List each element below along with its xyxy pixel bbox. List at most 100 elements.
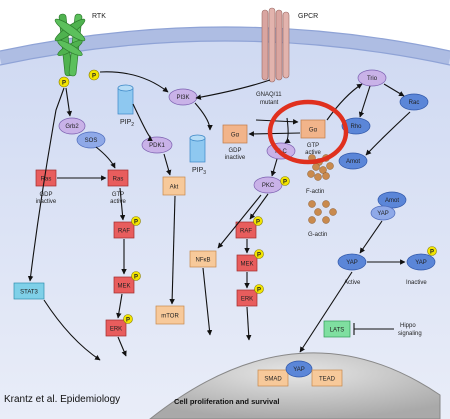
- yap-node-complex: [370, 205, 396, 221]
- lats-label: LATS: [330, 328, 345, 334]
- raf-right-box: [235, 221, 257, 239]
- amot-top-label: Amot: [346, 159, 360, 165]
- ras-gtp-state-2: active: [110, 199, 126, 205]
- trio-node: [357, 69, 387, 87]
- nucleus: [149, 352, 441, 419]
- f-actin-label: F-actin: [306, 189, 324, 195]
- svg-text:P: P: [257, 287, 261, 293]
- akt-label: Akt: [170, 185, 179, 191]
- erk-right-label: ERK: [241, 297, 253, 303]
- raf-left-box: [113, 221, 135, 239]
- rho-node: [341, 117, 371, 135]
- yap-active-state: Active: [344, 280, 361, 286]
- galpha-gtp-state-2: active: [305, 150, 321, 156]
- erk-left-label: ERK: [110, 327, 122, 333]
- grb2-node: [58, 117, 86, 135]
- pdk1-node: [141, 136, 173, 154]
- rho-label: Rho: [350, 124, 362, 130]
- svg-text:P: P: [283, 179, 287, 185]
- galpha-gdp-box: [222, 124, 248, 144]
- g-actin-label: G-actin: [308, 232, 327, 238]
- rtk-label: RTK: [92, 13, 106, 20]
- ras-gdp-state-2: inactive: [36, 199, 57, 205]
- svg-text:P: P: [430, 249, 434, 255]
- gpcr-receptor: [261, 7, 290, 83]
- pkc-node: [253, 176, 283, 194]
- amot-node-top: [338, 152, 368, 170]
- mek-right-box: [236, 254, 258, 272]
- mek-left-box: [113, 276, 135, 294]
- grb2-label: Grb2: [65, 124, 79, 130]
- gnaq-mutant-label-line1: GNAQ/11: [256, 92, 282, 98]
- sos-label: SOS: [85, 138, 98, 144]
- pathway-arrows: [27, 71, 411, 361]
- nfkb-box: [189, 250, 217, 268]
- gtp-active-highlight-ring: [267, 99, 349, 165]
- pip2-label: PIP2: [120, 119, 134, 128]
- lats-box: [323, 320, 351, 338]
- pip2-cylinder: [117, 84, 134, 115]
- galpha-gdp-state-1: GDP: [228, 148, 241, 154]
- stat3-box: [13, 282, 45, 300]
- rtk-receptor: [54, 13, 86, 77]
- yap-active-label: YAP: [346, 260, 358, 266]
- mek-right-label: MEK: [240, 262, 253, 268]
- mek-left-phospho: P: [131, 271, 141, 281]
- yap-nucleus-label: YAP: [293, 367, 305, 373]
- rtk-phospho-left: P: [58, 76, 70, 88]
- nfkb-label: NFκB: [196, 258, 211, 264]
- ras-gtp-box: [107, 169, 129, 187]
- smad-box: [257, 369, 289, 387]
- rtk-phospho-right: P: [88, 69, 100, 81]
- smad-label: SMAD: [264, 377, 282, 383]
- cell-proliferation-label: Cell proliferation and survival: [174, 397, 279, 406]
- svg-text:P: P: [257, 252, 261, 258]
- pip3-cylinder: [189, 134, 206, 163]
- ras-gtp-label: Ras: [113, 177, 124, 183]
- galpha-gtp-label: Gα: [309, 128, 318, 134]
- galpha-gdp-label: Gα: [231, 133, 240, 139]
- ras-gdp-state-1: GDP: [39, 192, 52, 198]
- yap-inactive-label: YAP: [415, 260, 427, 266]
- pkc-label: PKC: [262, 183, 275, 189]
- yap-active-node: [337, 253, 367, 271]
- erk-right-box: [236, 289, 258, 307]
- gnaq-mutant-label-line2: mutant: [260, 100, 279, 106]
- rac-node: [399, 93, 429, 111]
- raf-right-phospho: P: [253, 216, 263, 226]
- yap-inactive-node: [406, 253, 436, 271]
- galpha-gtp-box: [300, 119, 326, 139]
- ras-gtp-state-1: GTP: [112, 192, 124, 198]
- svg-text:P: P: [92, 74, 96, 80]
- rac-label: Rac: [409, 100, 420, 106]
- yap-inactive-state: Inactive: [406, 280, 427, 286]
- galpha-gdp-state-2: inactive: [225, 155, 246, 161]
- erk-left-phospho: P: [123, 314, 133, 324]
- svg-text:P: P: [134, 219, 138, 225]
- hippo-label-line2: signaling: [398, 331, 422, 337]
- tead-label: TEAD: [319, 377, 336, 383]
- trio-label: Trio: [367, 76, 378, 82]
- ras-gdp-label: Ras: [41, 177, 52, 183]
- erk-right-phospho: P: [254, 284, 264, 294]
- svg-text:P: P: [126, 317, 130, 323]
- pi3k-label: PI3K: [176, 95, 189, 101]
- yap-nucleus-node: [285, 360, 313, 378]
- svg-text:P: P: [256, 219, 260, 225]
- mtor-label: mTOR: [161, 314, 179, 320]
- raf-right-label: RAF: [240, 229, 252, 235]
- yap-complex-label: YAP: [377, 211, 389, 217]
- hippo-inhibition: [353, 323, 394, 335]
- yap-inactive-phospho: P: [427, 246, 437, 256]
- g-actin-beads: [308, 200, 337, 224]
- citation: Krantz et al. Epidemiology: [4, 394, 120, 405]
- svg-text:P: P: [62, 81, 66, 87]
- raf-left-phospho: P: [131, 216, 141, 226]
- mek-right-phospho: P: [254, 249, 264, 259]
- pkc-phospho: P: [280, 176, 290, 186]
- pdk1-label: PDK1: [149, 143, 165, 149]
- tead-box: [311, 369, 343, 387]
- mek-left-label: MEK: [117, 284, 130, 290]
- akt-box: [162, 176, 186, 196]
